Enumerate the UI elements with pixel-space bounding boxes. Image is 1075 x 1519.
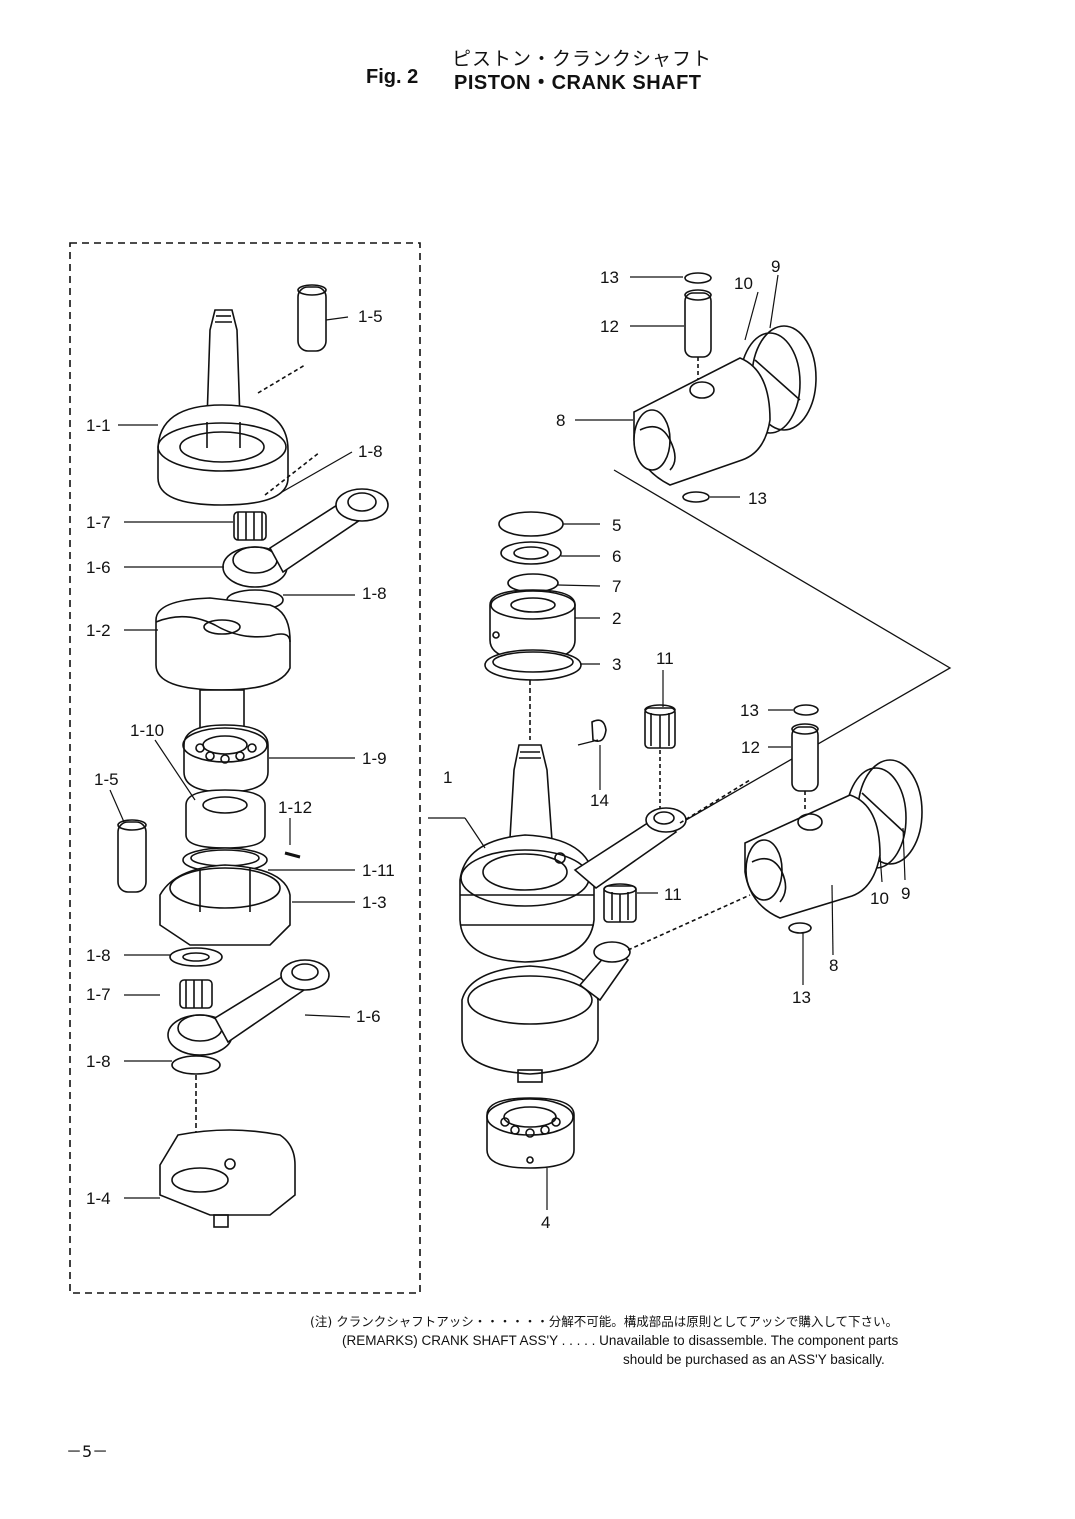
part-12-piston-pin-top <box>684 289 712 358</box>
callout-10-b: 10 <box>870 889 889 908</box>
callout-12-b: 12 <box>741 738 760 757</box>
part-13-circlip-lower-bottom <box>788 922 812 934</box>
callout-2: 2 <box>612 609 621 628</box>
part-1-10-collar <box>185 789 266 849</box>
remarks-line-english: (REMARKS) CRANK SHAFT ASS'Y . . . . . Un… <box>342 1333 899 1348</box>
part-13-circlip-lower-top <box>793 704 819 716</box>
part-5-snap-ring <box>498 511 564 537</box>
part-1-5-dowel-pin-middle <box>117 819 147 893</box>
part-1-3-crank-web <box>159 864 291 946</box>
part-1-1-upper-crankshaft <box>157 309 289 506</box>
callout-13-a: 13 <box>600 268 619 287</box>
callout-8-a: 8 <box>556 411 565 430</box>
remarks-line-english-continued: should be purchased as an ASS'Y basicall… <box>623 1352 885 1367</box>
callout-6: 6 <box>612 547 621 566</box>
part-12-piston-pin-lower <box>791 723 819 792</box>
callout-1-8-a: 1-8 <box>358 442 383 461</box>
part-1-9-ball-bearing <box>182 724 269 793</box>
callout-1: 1 <box>443 768 452 787</box>
callout-1-6-b: 1-6 <box>356 1007 381 1026</box>
part-13-circlip-top <box>684 272 712 284</box>
part-1-4-crank-web-lower <box>159 1129 296 1228</box>
part-14-woodruff-key <box>591 719 607 743</box>
callout-1-8-c: 1-8 <box>86 946 111 965</box>
callout-4: 4 <box>541 1213 550 1232</box>
callout-1-8-d: 1-8 <box>86 1052 111 1071</box>
callout-14: 14 <box>590 791 609 810</box>
callout-13-b: 13 <box>748 489 767 508</box>
callout-7: 7 <box>612 577 621 596</box>
callout-1-5-top: 1-5 <box>358 307 383 326</box>
page-number: －5－ <box>66 1442 109 1461</box>
part-1-8-thrust-washer <box>169 947 223 967</box>
callout-1-10: 1-10 <box>130 721 164 740</box>
callout-3: 3 <box>612 655 621 674</box>
callout-9-a: 9 <box>771 257 780 276</box>
callout-1-12: 1-12 <box>278 798 312 817</box>
callout-10-a: 10 <box>734 274 753 293</box>
callout-8-b: 8 <box>829 956 838 975</box>
callout-1-5-middle: 1-5 <box>94 770 119 789</box>
crankshaft-assembly-boundary <box>69 242 421 1294</box>
part-6-washer <box>500 541 562 565</box>
callout-1-2: 1-2 <box>86 621 111 640</box>
part-1-6-connecting-rod-lower <box>167 959 330 1075</box>
part-1-5-dowel-pin <box>297 284 327 352</box>
callout-9-b: 9 <box>901 884 910 903</box>
part-4-main-bearing <box>486 1097 575 1169</box>
remarks-note: (注) クランクシャフトアッシ・・・・・・分解不可能。構成部品は原則としてアッシ… <box>310 1312 898 1369</box>
callout-1-9: 1-9 <box>362 749 387 768</box>
part-11-needle-bearing-bottom <box>603 883 637 923</box>
part-1-6-connecting-rod-upper <box>222 488 389 611</box>
callout-12-a: 12 <box>600 317 619 336</box>
part-11-needle-bearing-top <box>644 704 676 749</box>
callout-1-4: 1-4 <box>86 1189 111 1208</box>
callout-5: 5 <box>612 516 621 535</box>
figure-number: Fig. 2 <box>366 66 419 88</box>
callout-1-6-a: 1-6 <box>86 558 111 577</box>
callout-1-3: 1-3 <box>362 893 387 912</box>
part-8-piston-top <box>633 357 771 486</box>
figure-title-japanese: ピストン・クランクシャフト <box>452 48 713 70</box>
part-2-ball-bearing <box>489 589 576 661</box>
callout-13-d: 13 <box>792 988 811 1007</box>
callout-1-7-a: 1-7 <box>86 513 111 532</box>
part-8-piston-lower <box>744 794 881 919</box>
part-1-12-pin <box>284 851 301 859</box>
callout-1-7-b: 1-7 <box>86 985 111 1004</box>
callout-1-8-b: 1-8 <box>362 584 387 603</box>
callout-1-1: 1-1 <box>86 416 111 435</box>
figure-title-english: PISTON・CRANK SHAFT <box>454 72 702 94</box>
callout-11-b: 11 <box>664 885 682 904</box>
callout-1-11: 1-11 <box>362 861 395 880</box>
callout-11-a: 11 <box>656 649 674 668</box>
part-3-oil-seal <box>484 649 582 681</box>
remarks-line-japanese: (注) クランクシャフトアッシ・・・・・・分解不可能。構成部品は原則としてアッシ… <box>310 1314 898 1329</box>
callout-13-c: 13 <box>740 701 759 720</box>
part-1-crankshaft-assembly <box>459 744 687 1083</box>
part-13-circlip-top-lower <box>682 491 710 503</box>
